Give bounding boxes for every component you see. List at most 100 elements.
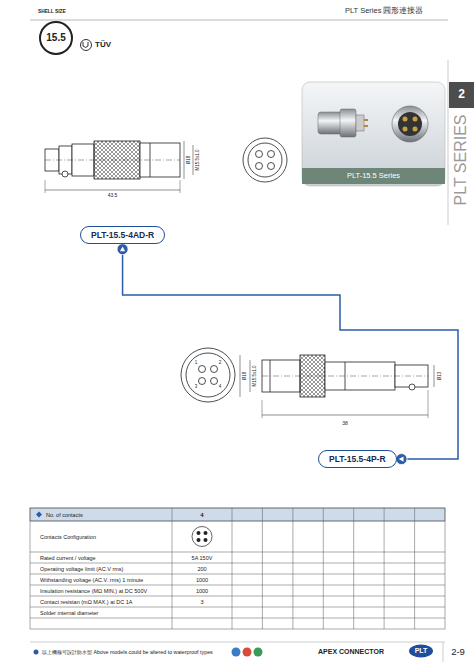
drawing-part xyxy=(30,563,445,564)
drawing-part xyxy=(30,521,445,522)
drawing-part xyxy=(30,508,445,629)
drawing-part xyxy=(434,365,435,387)
drawing-part xyxy=(211,378,218,385)
drawing-part xyxy=(403,127,408,132)
drawing-part xyxy=(232,648,241,657)
drawing-part xyxy=(180,180,181,193)
drawing-part xyxy=(443,642,444,662)
page-number: 2-9 xyxy=(451,647,465,658)
drawing-part xyxy=(204,531,208,535)
drawing-part xyxy=(414,508,415,629)
drawing-part xyxy=(409,384,415,390)
drawing-part xyxy=(398,112,422,136)
drawing-part xyxy=(256,163,263,170)
drawing-part xyxy=(45,160,180,161)
drawing-part xyxy=(30,508,445,521)
drawing-part xyxy=(384,508,385,629)
product-photo xyxy=(302,82,445,186)
drawing-part xyxy=(30,552,445,553)
part-number: PLT-15.5-4AD-R xyxy=(91,230,154,240)
table-cell: Contacts Configuration xyxy=(40,533,100,539)
part-number: PLT-15.5-4P-R xyxy=(329,454,386,464)
photo-caption: PLT-15.5 Series xyxy=(347,172,400,181)
drawing-part xyxy=(197,531,201,535)
table-cell: Insulation resistance (MΩ MIN.) at DC 50… xyxy=(40,587,147,593)
drawing-part xyxy=(186,353,230,397)
drawing-part xyxy=(204,538,208,542)
brand-logo: PLT xyxy=(415,647,428,655)
drawing-part xyxy=(403,117,408,122)
table-header: 4 xyxy=(200,511,203,518)
dimension: Ø18 xyxy=(186,156,191,165)
brand-name: APEX CONNECTOR xyxy=(318,648,384,656)
drawing-part xyxy=(30,607,445,608)
table-cell: Withstanding voltage (AC.V. rms) 1 minut… xyxy=(40,576,143,582)
drawing-part xyxy=(302,82,445,186)
pin-number: 4 xyxy=(219,384,222,389)
drawing-part xyxy=(192,527,212,547)
table-cell: Rated current / voltage xyxy=(40,554,96,560)
drawing-part xyxy=(243,648,252,657)
page-title: PLT Series 圓形連接器 xyxy=(345,6,424,16)
drawing-part xyxy=(254,648,263,657)
part-number-box: PLT-15.5-4AD-R xyxy=(80,226,165,244)
drawing-part xyxy=(292,508,293,629)
drawing-part xyxy=(36,512,42,518)
table-cell: Contact resistan (mΩ MAX.) at DC 1A xyxy=(40,598,132,604)
shell-size-caption: SHELL SIZE xyxy=(38,9,66,15)
drawing-part xyxy=(250,360,251,392)
drawing-part xyxy=(30,574,445,575)
drawing-part xyxy=(243,138,287,182)
drawing-part xyxy=(364,119,368,121)
drawing-part xyxy=(40,22,72,54)
drawing-part xyxy=(392,106,428,142)
pin-number: 3 xyxy=(195,384,198,389)
drawing-part xyxy=(211,366,218,373)
ul-mark xyxy=(81,40,92,51)
drawing-part xyxy=(268,151,275,158)
pin-number: 2 xyxy=(219,360,222,365)
dimension: M15.5x1.0 xyxy=(195,149,200,170)
drawing-part xyxy=(172,508,173,629)
plug-drawing xyxy=(45,138,287,193)
drawing-part xyxy=(62,171,68,177)
drawing-part xyxy=(197,538,201,542)
drawing-part xyxy=(199,366,206,373)
dimension: M15.5x1.0 xyxy=(252,365,257,386)
drawing-part xyxy=(413,117,418,122)
drawing-part xyxy=(302,168,445,184)
drawing-part xyxy=(409,645,433,658)
dimension: 38 xyxy=(342,421,348,427)
table-header: No. of contacts xyxy=(46,511,83,517)
footer-note: 以上機種可設計防水型 Above models could be altered… xyxy=(42,649,213,655)
drawing-part xyxy=(30,20,448,21)
table-cell: 1000 xyxy=(196,587,208,593)
table-cell: Operating voltage limit (AC.V rms) xyxy=(40,565,123,571)
drawing-part xyxy=(232,508,233,629)
drawing-part xyxy=(30,618,445,619)
drawing-part xyxy=(30,585,445,586)
drawing-part xyxy=(449,82,474,108)
table-cell: 200 xyxy=(197,565,206,571)
spec-table xyxy=(30,508,445,629)
drawing-part xyxy=(199,378,206,385)
drawing-part xyxy=(193,145,194,175)
dimension: 43.5 xyxy=(108,193,118,199)
table-cell: 3 xyxy=(200,598,203,604)
drawing-part xyxy=(262,415,428,416)
table-cell: 5A 150V xyxy=(192,554,213,560)
drawing-part xyxy=(364,125,368,127)
shell-size: 15.5 xyxy=(46,32,65,44)
series-tab: PLT SERIES xyxy=(452,115,470,206)
drawing-part xyxy=(262,508,263,629)
pin-number: 1 xyxy=(195,360,198,365)
plug-drawing xyxy=(181,348,434,418)
cert-mark: TÜV xyxy=(95,40,111,49)
drawing-part xyxy=(353,508,354,629)
drawing-part xyxy=(268,163,275,170)
drawing-part xyxy=(262,376,428,377)
drawing-part xyxy=(34,650,39,655)
chapter-number: 2 xyxy=(458,88,465,102)
drawing-part xyxy=(184,141,185,179)
drawing-part xyxy=(30,642,445,643)
